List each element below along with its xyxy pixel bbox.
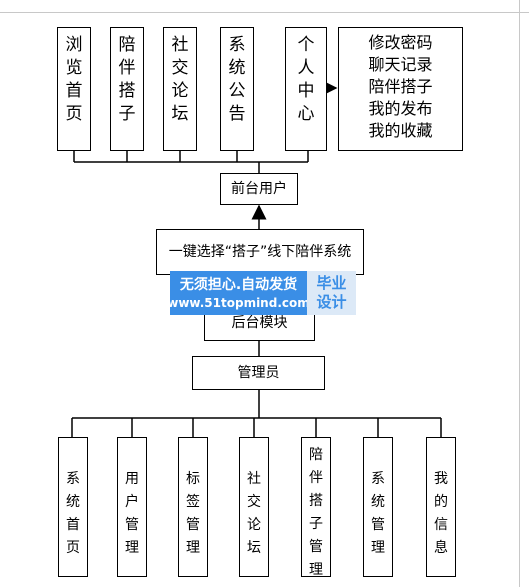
admin-module-system-management-label: 系统管理 — [371, 471, 385, 556]
watermark-banner: 无须担心.自动发货 www.51topmind.com 毕业设计 — [167, 271, 356, 315]
module-announcement: 系统公告 — [220, 27, 254, 151]
admin-module-social-forum-label: 社交论坛 — [247, 471, 261, 556]
admin-module-my-info: 我的信息 — [426, 437, 456, 577]
admin-box: 管理员 — [192, 356, 325, 390]
backend-module-label: 后台模块 — [231, 314, 288, 331]
module-companion-label: 陪伴搭子 — [118, 35, 136, 124]
module-browse-home-label: 浏览首页 — [65, 35, 83, 124]
watermark-side-text: 毕业设计 — [316, 274, 347, 311]
admin-module-my-info-label: 我的信息 — [434, 471, 448, 556]
watermark-side-panel: 毕业设计 — [307, 271, 356, 315]
admin-label: 管理员 — [237, 365, 280, 381]
admin-module-social-forum: 社交论坛 — [239, 437, 269, 577]
front-user-label: 前台用户 — [231, 181, 287, 197]
menu-item-companion: 陪伴搭子 — [368, 77, 433, 96]
admin-module-companion-management-label: 陪伴搭子管理 — [309, 447, 323, 578]
module-browse-home: 浏览首页 — [57, 27, 91, 151]
personal-center-menu: 修改密码 聊天记录 陪伴搭子 我的发布 我的收藏 — [338, 27, 463, 151]
module-social-forum: 社交论坛 — [163, 27, 197, 151]
menu-item-change-password: 修改密码 — [368, 33, 433, 52]
module-personal-center: 个人中心 — [285, 27, 327, 151]
menu-item-chat-history: 聊天记录 — [368, 55, 433, 74]
menu-item-my-favorites: 我的收藏 — [368, 121, 433, 140]
admin-module-user-management: 用户管理 — [117, 437, 147, 577]
front-user-box: 前台用户 — [220, 173, 298, 205]
admin-module-system-management: 系统管理 — [363, 437, 393, 577]
admin-module-system-home-label: 系统首页 — [66, 471, 80, 556]
module-companion: 陪伴搭子 — [110, 27, 144, 151]
system-title-label: 一键选择“搭子”线下陪伴系统 — [168, 244, 352, 260]
menu-item-my-posts: 我的发布 — [368, 99, 433, 118]
module-social-forum-label: 社交论坛 — [171, 35, 189, 124]
admin-module-user-management-label: 用户管理 — [125, 471, 139, 556]
admin-module-system-home: 系统首页 — [58, 437, 88, 577]
admin-module-companion-management: 陪伴搭子管理 — [301, 437, 331, 578]
module-announcement-label: 系统公告 — [228, 35, 246, 124]
module-personal-center-label: 个人中心 — [297, 35, 315, 124]
admin-module-tag-management-label: 标签管理 — [186, 471, 200, 556]
frame-top-line — [0, 12, 529, 13]
watermark-main-panel: 无须担心.自动发货 www.51topmind.com — [167, 271, 310, 315]
system-title-box: 一键选择“搭子”线下陪伴系统 — [156, 229, 364, 275]
watermark-main-text: 无须担心.自动发货 — [179, 277, 298, 293]
admin-module-tag-management: 标签管理 — [178, 437, 208, 577]
watermark-url: www.51topmind.com — [167, 296, 310, 310]
frame-right-line — [519, 0, 520, 587]
